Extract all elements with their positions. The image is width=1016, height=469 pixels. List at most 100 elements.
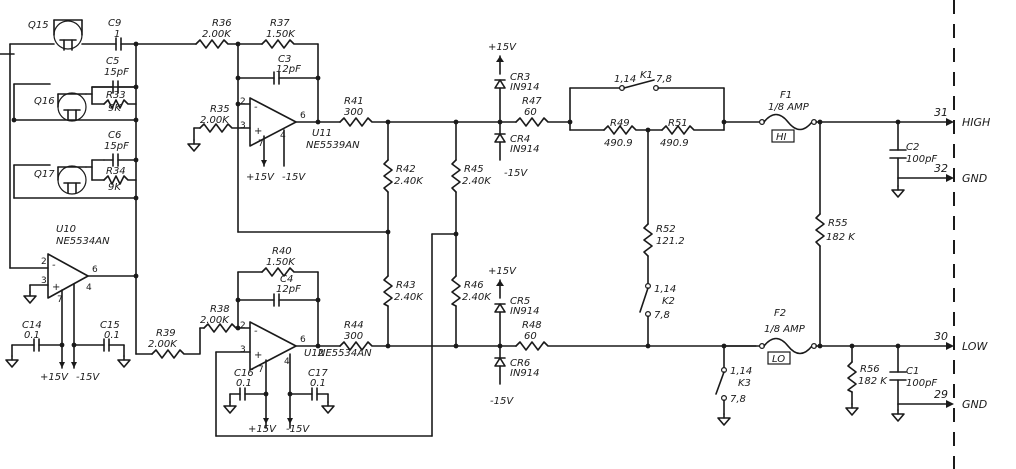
u11-pin4: 4 — [280, 131, 286, 141]
r56-value: 182 K — [858, 376, 888, 387]
u12-pos-supply: +15V — [248, 424, 277, 435]
c4-value: 12pF — [276, 284, 301, 295]
k2-ref: K2 — [662, 296, 675, 307]
k3-ref: K3 — [738, 378, 751, 389]
r35-value: 2.00K — [200, 115, 230, 126]
u10-plus-sign: + — [52, 282, 60, 293]
r33-resistor: R33 9K — [103, 90, 137, 114]
r37-resistor: R37 1.50K — [237, 18, 319, 49]
f1-tag: HI — [776, 132, 787, 143]
r37-ref: R37 — [270, 18, 290, 29]
c5-capacitor: C5 15pF — [91, 56, 137, 94]
c9-capacitor: C9 1 — [108, 18, 137, 51]
c14-capacitor: C14 0.1 — [5, 320, 65, 368]
c2-capacitor: C2 100pF — [889, 142, 937, 165]
r37-value: 1.50K — [266, 29, 296, 40]
bottom-clamp-pos-supply: +15V — [488, 266, 517, 277]
r34-value: 9K — [108, 182, 122, 193]
low-label: LOW — [962, 340, 988, 353]
u11-part: NE5539AN — [306, 140, 360, 151]
r49-resistor: R49 490.9 — [569, 118, 663, 149]
f2-rating: 1/8 AMP — [764, 324, 806, 335]
u11-pin6: 6 — [300, 111, 306, 121]
cr6-value: IN914 — [510, 368, 540, 379]
u12-pin6: 6 — [300, 335, 306, 345]
r55-resistor: R55 182 K — [815, 213, 856, 247]
r46-value: 2.40K — [462, 292, 492, 303]
c15-ref: C15 — [100, 320, 120, 331]
r51-value: 490.9 — [660, 138, 689, 149]
q16-transistor: Q16 — [34, 92, 87, 122]
r33-ref: R33 — [106, 90, 126, 101]
r51-ref: R51 — [668, 118, 688, 129]
k1-pin-a: 1,14 — [614, 74, 636, 85]
r52-value: 121.2 — [656, 236, 685, 247]
c9-ref: C9 — [108, 18, 121, 29]
c2-value: 100pF — [906, 154, 937, 165]
c16-value: 0.1 — [236, 378, 252, 389]
u11-pin2: 2 — [240, 97, 246, 107]
r34-resistor: R34 9K — [103, 166, 137, 193]
r56-resistor: R56 182 K — [847, 361, 888, 393]
r43-value: 2.40K — [394, 292, 424, 303]
u10-neg-supply: -15V — [76, 372, 100, 383]
r45-value: 2.40K — [462, 176, 492, 187]
high-label: HIGH — [962, 116, 990, 129]
r36-value: 2.00K — [202, 29, 232, 40]
r55-ref: R55 — [828, 218, 848, 229]
cr4-value: IN914 — [510, 144, 540, 155]
c16-ref: C16 — [234, 368, 254, 379]
r43-resistor: R43 2.40K — [383, 275, 424, 307]
c1-ref: C1 — [906, 366, 919, 377]
r46-ref: R46 — [464, 280, 484, 291]
u10-minus-sign: - — [52, 260, 56, 271]
u12-pin4: 4 — [284, 357, 290, 367]
r52-ref: R52 — [656, 224, 676, 235]
r49-value: 490.9 — [604, 138, 633, 149]
r38-resistor: R38 2.00K — [199, 304, 239, 333]
r40-value: 1.50K — [266, 257, 296, 268]
gnd-bottom-pin: 29 — [934, 388, 948, 401]
r40-ref: R40 — [272, 246, 292, 257]
c4-ref: C4 — [280, 274, 293, 285]
bottom-clamp-diodes: +15V CR5 IN914 CR6 IN914 -15V — [488, 266, 540, 407]
r44-ref: R44 — [344, 320, 364, 331]
c6-capacitor: C6 15pF — [103, 130, 137, 167]
f2-fuse: F2 1/8 AMP LO — [723, 308, 817, 365]
c14-ref: C14 — [22, 320, 42, 331]
c1-value: 100pF — [906, 378, 937, 389]
r42-resistor: R42 2.40K — [383, 159, 424, 193]
r52-resistor: R52 121.2 — [643, 223, 685, 285]
k2-relay: 1,14 K2 7,8 — [639, 283, 676, 349]
u10-pin7: 7 — [57, 295, 63, 305]
u10-part: NE5534AN — [56, 236, 110, 247]
r33-value: 9K — [108, 103, 122, 114]
u12-minus-sign: - — [254, 326, 258, 337]
r40-resistor: R40 1.50K — [237, 246, 319, 277]
r47-ref: R47 — [522, 96, 542, 107]
r44-resistor: R44 300 — [339, 320, 389, 351]
high-pin: 31 — [934, 106, 948, 119]
u10-opamp: - + 2 3 6 7 4 U10 NE5534AN +15V -15V — [23, 224, 139, 383]
f1-ref: F1 — [780, 90, 792, 101]
q16-label: Q16 — [34, 96, 55, 107]
r43-ref: R43 — [396, 280, 416, 291]
c17-ref: C17 — [308, 368, 328, 379]
cr5-ref: CR5 — [510, 296, 530, 307]
k1-pin-b: 7,8 — [656, 74, 672, 85]
c3-value: 12pF — [276, 64, 301, 75]
k3-relay: 1,14 K3 7,8 — [715, 343, 752, 426]
c4-capacitor: C4 12pF — [237, 274, 319, 307]
r51-resistor: R51 490.9 — [660, 118, 725, 149]
gnd-top-pin: 32 — [934, 162, 948, 175]
u12-feedback-wiring — [135, 233, 457, 437]
output-wiring — [815, 118, 954, 422]
k3-pin-b: 7,8 — [730, 394, 746, 405]
k1-relay: K1 1,14 7,8 — [569, 70, 725, 131]
r44-value: 300 — [344, 331, 363, 342]
u12-pin3: 3 — [240, 345, 246, 355]
u10-pin4: 4 — [86, 283, 92, 293]
bottom-clamp-neg-supply: -15V — [490, 396, 514, 407]
c9-value: 1 — [114, 29, 120, 40]
r45-resistor: R45 2.40K — [451, 159, 492, 193]
